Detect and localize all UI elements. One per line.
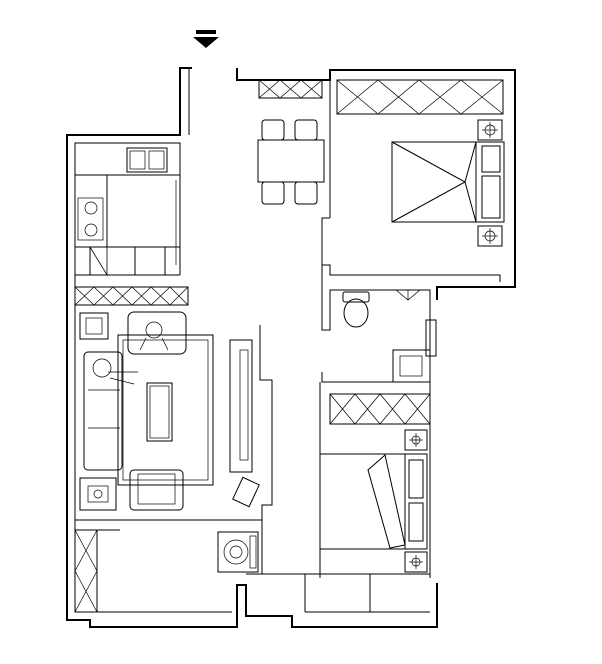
dining-set: [257, 119, 325, 205]
living-top-cabinet: [74, 286, 189, 306]
outer-walls: [66, 67, 516, 628]
interior-walls: [75, 142, 501, 578]
bedroom2-bed: [319, 429, 428, 573]
entrance-arrow-icon: [193, 30, 219, 48]
top-dining-cabinet: [258, 79, 323, 99]
kitchen: [74, 142, 181, 277]
living-room: [79, 311, 260, 511]
bedroom2-wardrobe: [329, 393, 431, 425]
bedroom1-bed: [391, 119, 505, 247]
bedroom1-wardrobe: [336, 79, 504, 115]
bathroom: [342, 289, 437, 383]
balcony: [74, 529, 430, 613]
